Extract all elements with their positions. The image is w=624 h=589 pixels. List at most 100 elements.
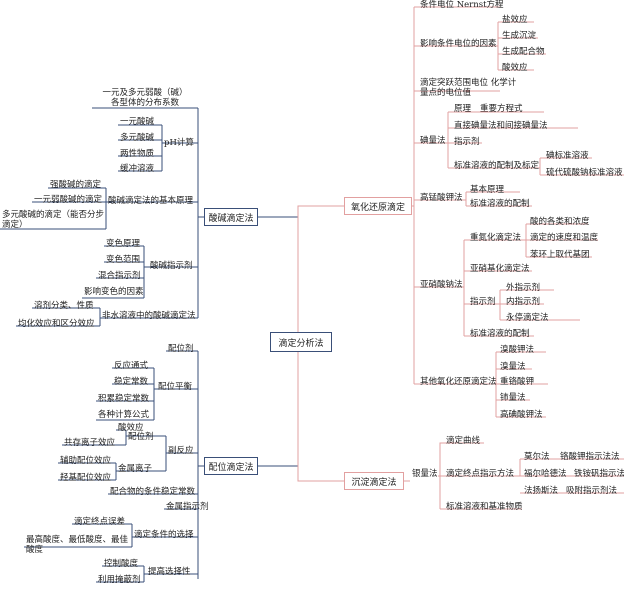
method-detail: 吸附指示剂法 — [566, 486, 618, 496]
factor-item: 酸效应 — [502, 63, 528, 73]
factor-item: 生成沉淀 — [502, 31, 537, 41]
side-metal-item: 辅助配位效应 — [60, 456, 112, 466]
precip-standard-label: 标准溶液和基准物质 — [446, 502, 523, 512]
redox-trunk — [412, 7, 415, 384]
conditional-stability-label: 配合物的条件稳定常数 — [110, 487, 196, 497]
method-branch — [516, 458, 624, 494]
nonaqueous-label: 非水溶液中的酸碱滴定法 — [102, 311, 196, 321]
metal-indicator-label: 金属指示剂 — [166, 502, 209, 512]
nonaq-item: 溶剂分类、性质 — [34, 301, 94, 311]
ph-branch — [118, 124, 198, 172]
method-name: 法扬斯法 — [524, 486, 559, 496]
nernst-label: 条件电位 Nernst方程 — [420, 0, 504, 10]
nitrite-label: 亚硝酸钠法 — [420, 280, 463, 290]
other-branch — [414, 351, 548, 418]
method-detail: 铁铵矾指示法 — [574, 469, 624, 479]
side-agent-item: 酸效应 — [118, 423, 144, 433]
basic-item: 强酸碱的滴定 — [50, 180, 102, 190]
titration-curve-label: 滴定曲线 — [446, 436, 481, 446]
sel-branch — [24, 523, 198, 548]
distribution-coefficient-label: 一元及多元弱酸（碱） 各型体的分布系数 — [102, 88, 188, 108]
other-item: 铈量法 — [500, 393, 526, 403]
diazo-item: 苯环上取代基团 — [530, 250, 590, 260]
redox-standard-label: 标准溶液的配制 — [470, 329, 530, 339]
chelating-agent-label: 配位剂 — [168, 344, 194, 354]
redox-ind-item: 永停滴定法 — [506, 313, 549, 323]
diazo-item: 酸的各类和浓度 — [530, 217, 590, 227]
ph-item: 多元酸碱 — [120, 133, 155, 143]
eq-item: 反应通式 — [114, 361, 149, 371]
ph-calc-label: pH计算 — [164, 138, 194, 148]
basic-item: 多元酸碱的滴定（能否分步 滴定） — [2, 210, 105, 230]
ph-item: 一元酸碱 — [120, 117, 155, 127]
other-item: 重铬酸钾 — [500, 377, 535, 387]
improve-item: 控制酸度 — [104, 559, 139, 569]
method-name: 莫尔法 — [524, 452, 550, 462]
factor-item: 盐效应 — [502, 15, 528, 25]
eq-item: 各种计算公式 — [98, 410, 150, 420]
coord-equilibrium-label: 配位平衡 — [158, 382, 193, 392]
other-item: 溴酸钾法 — [500, 345, 535, 355]
improve-item: 利用掩蔽剂 — [98, 575, 141, 585]
iodo-indicator: 指示剂 — [454, 137, 480, 147]
side-agent-label: 配位剂 — [128, 432, 154, 442]
precip-branch — [438, 442, 522, 510]
basic-item: 一元弱酸碱的滴定 — [34, 195, 103, 205]
kmno4-branch — [414, 191, 532, 207]
side-metal-label: 金属离子 — [118, 464, 153, 474]
redox-indicator-label: 指示剂 — [470, 297, 496, 307]
condition-select-label: 滴定条件的选择 — [134, 530, 194, 540]
iodo-principle: 原理 — [454, 104, 472, 114]
center-right-connector — [297, 205, 344, 482]
iodo-std-item: 碘标准溶液 — [546, 151, 589, 161]
kmno4-item: 标准溶液的配制 — [470, 199, 530, 209]
iodo-method: 直接碘量法和间接碘量法 — [454, 121, 548, 131]
redox-ind-item: 内指示剂 — [506, 297, 541, 307]
ph-item: 缓冲溶液 — [120, 164, 155, 174]
selectivity-label: 提高选择性 — [148, 567, 191, 577]
acid-indicator-label: 酸碱指示剂 — [150, 261, 193, 271]
factor-item: 生成配合物 — [502, 47, 545, 57]
ind-item: 变色范围 — [106, 255, 141, 265]
other-item: 溴量法 — [500, 362, 526, 372]
sel-item: 滴定终点误差 — [74, 517, 126, 527]
other-item: 高碘酸钾法 — [500, 410, 543, 420]
side-agent-item: 共存离子效应 — [64, 438, 116, 448]
kmno4-item: 基本原理 — [470, 185, 505, 195]
eq-branch — [96, 367, 198, 421]
complexometric-titration-node[interactable]: 配位滴定法 — [204, 457, 258, 475]
ind-item: 影响变色的因素 — [84, 287, 144, 297]
jump-range-label: 滴定突跃范围电位 化学计 量点的电位值 — [420, 78, 517, 98]
eq-item: 稳定常数 — [114, 377, 149, 387]
center-node[interactable]: 滴定分析法 — [270, 332, 332, 352]
redox-titration-node[interactable]: 氧化还原滴定 — [344, 197, 412, 215]
eq-item: 积累稳定常数 — [98, 394, 150, 404]
ind-item: 变色原理 — [106, 239, 141, 249]
precipitation-titration-node[interactable]: 沉淀滴定法 — [344, 472, 404, 490]
sel-item: 最高酸度、最低酸度、最佳 酸度 — [26, 535, 129, 555]
permanganate-label: 高锰酸钾法 — [420, 193, 463, 203]
side-branch — [58, 429, 198, 481]
improve-branch — [96, 565, 198, 583]
side-metal-item: 羟基配位效应 — [60, 473, 112, 483]
ph-item: 两性物质 — [120, 149, 155, 159]
method-detail: 铬酸钾指示法法 — [560, 452, 620, 462]
iodometry-label: 碘量法 — [420, 136, 446, 146]
nonaq-item: 均化效应和区分效应 — [18, 319, 95, 329]
iodo-std-item: 硫代硫酸钠标准溶液 — [546, 168, 623, 178]
iodo-equation: 重要方程式 — [480, 104, 523, 114]
redox-ind-item: 外指示剂 — [506, 283, 541, 293]
ind-branch — [82, 245, 198, 299]
other-redox-label: 其他氧化还原滴定法 — [420, 377, 497, 387]
factors-label: 影响条件电位的因素 — [420, 39, 497, 49]
nitroso-label: 亚硝基化滴定法 — [470, 264, 530, 274]
side-reaction-label: 副反应 — [168, 446, 194, 456]
acid-base-titration-node[interactable]: 酸碱滴定法 — [204, 208, 258, 226]
basic-principle-label: 酸碱滴定法的基本原理 — [108, 196, 194, 206]
diazo-item: 滴定的速度和温度 — [530, 233, 599, 243]
method-name: 福尔哈德法 — [524, 469, 567, 479]
factor-branch — [414, 21, 546, 71]
nonaq-branch — [16, 307, 198, 327]
